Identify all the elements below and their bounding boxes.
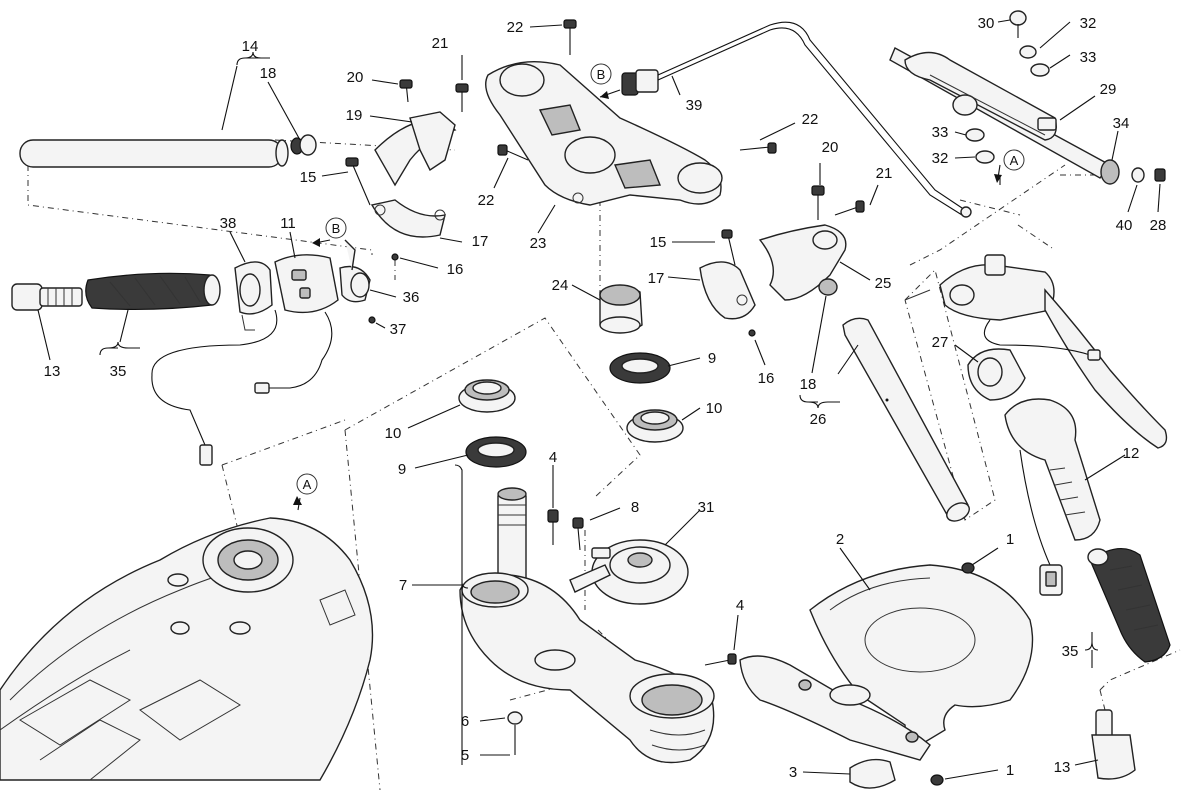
svg-text:A: A xyxy=(1010,153,1019,168)
upper-triple-clamp xyxy=(485,19,777,206)
steering-nut-24 xyxy=(599,284,643,334)
callout-21-left: 21 xyxy=(432,35,449,52)
callout-labels: 14 18 20 21 19 15 17 16 38 11 36 37 13 3… xyxy=(44,15,1167,781)
callout-37: 37 xyxy=(390,321,407,338)
callout-4-right: 4 xyxy=(736,597,744,614)
steering-damper-link-cable xyxy=(621,21,972,218)
callout-35-left: 35 xyxy=(110,363,127,380)
bar-end-weight-13-left xyxy=(11,283,83,311)
callout-34: 34 xyxy=(1113,115,1130,132)
lower-triple-clamp xyxy=(459,487,737,764)
callout-15-right: 15 xyxy=(650,234,667,251)
callout-24: 24 xyxy=(552,277,569,294)
right-grip xyxy=(1087,548,1171,663)
callout-3: 3 xyxy=(789,764,797,781)
handlebar-tube-left xyxy=(19,139,289,168)
callout-27: 27 xyxy=(932,334,949,351)
callout-9-upper: 9 xyxy=(708,350,716,367)
callout-33-mid: 33 xyxy=(932,124,949,141)
callout-22-right: 22 xyxy=(802,111,819,128)
callout-9-lower: 9 xyxy=(398,461,406,478)
callout-18-right: 18 xyxy=(800,376,817,393)
callout-20-left: 20 xyxy=(347,69,364,86)
bearing-10-upper xyxy=(626,409,684,443)
callout-2: 2 xyxy=(836,531,844,548)
throttle-assembly xyxy=(967,348,1101,596)
callout-21-right: 21 xyxy=(876,165,893,182)
svg-text:B: B xyxy=(597,67,606,82)
callout-25: 25 xyxy=(875,275,892,292)
callout-15-left: 15 xyxy=(300,169,317,186)
seal-9-lower xyxy=(465,436,527,468)
callout-26: 26 xyxy=(810,411,827,428)
left-grip xyxy=(85,272,221,311)
callout-5: 5 xyxy=(461,747,469,764)
right-clip-on-clamp xyxy=(699,185,865,337)
callout-39: 39 xyxy=(686,97,703,114)
callout-31: 31 xyxy=(698,499,715,516)
bar-end-weight-13-right xyxy=(1091,709,1136,780)
callout-22-left: 22 xyxy=(478,192,495,209)
callout-13-left: 13 xyxy=(44,363,61,380)
left-clip-on-clamp xyxy=(345,79,469,261)
callout-6: 6 xyxy=(461,713,469,730)
callout-29: 29 xyxy=(1100,81,1117,98)
bearing-10-lower xyxy=(458,379,516,413)
callout-10-lower: 10 xyxy=(385,425,402,442)
callout-16-left: 16 xyxy=(447,261,464,278)
svg-text:A: A xyxy=(303,477,312,492)
cover-shield xyxy=(739,562,1034,789)
fuel-tank xyxy=(0,517,374,781)
callout-4-center: 4 xyxy=(549,449,557,466)
callout-1-top: 1 xyxy=(1006,531,1014,548)
callout-40: 40 xyxy=(1116,217,1133,234)
horn xyxy=(569,539,689,605)
callout-17-left: 17 xyxy=(472,233,489,250)
bar-end-plug-18-left xyxy=(290,134,317,156)
callout-28: 28 xyxy=(1150,217,1167,234)
callout-22-top: 22 xyxy=(507,19,524,36)
svg-text:B: B xyxy=(332,221,341,236)
callout-35-right: 35 xyxy=(1062,643,1079,660)
callout-12: 12 xyxy=(1123,445,1140,462)
callout-16-right: 16 xyxy=(758,370,775,387)
callout-33-top: 33 xyxy=(1080,49,1097,66)
callout-14: 14 xyxy=(242,38,259,55)
reference-marker-a-left: A xyxy=(293,473,318,511)
leader-lines xyxy=(37,19,1161,780)
handlebar-tube-right xyxy=(842,317,970,522)
steering-damper xyxy=(889,10,1166,185)
callout-13-right: 13 xyxy=(1054,759,1071,776)
left-switch-assembly xyxy=(151,239,376,466)
callout-11: 11 xyxy=(280,215,296,232)
callout-38: 38 xyxy=(220,215,237,232)
callout-32-mid: 32 xyxy=(932,150,949,167)
callout-8: 8 xyxy=(631,499,639,516)
reference-marker-b-lower: B xyxy=(312,217,347,247)
callout-1-bottom: 1 xyxy=(1006,762,1014,779)
callout-30: 30 xyxy=(978,15,995,32)
brake-lever-assembly xyxy=(904,254,1168,449)
reference-marker-b-upper: B xyxy=(590,63,621,99)
callout-19: 19 xyxy=(346,107,363,124)
seal-9-upper xyxy=(609,352,671,384)
callout-7: 7 xyxy=(399,577,407,594)
callout-36: 36 xyxy=(403,289,420,306)
callout-10-upper: 10 xyxy=(706,400,723,417)
callout-20-right: 20 xyxy=(822,139,839,156)
callout-32-top: 32 xyxy=(1080,15,1097,32)
reference-marker-a-right: A xyxy=(994,149,1025,183)
callout-18-left: 18 xyxy=(260,65,277,82)
callout-17-right: 17 xyxy=(648,270,665,287)
callout-23: 23 xyxy=(530,235,547,252)
